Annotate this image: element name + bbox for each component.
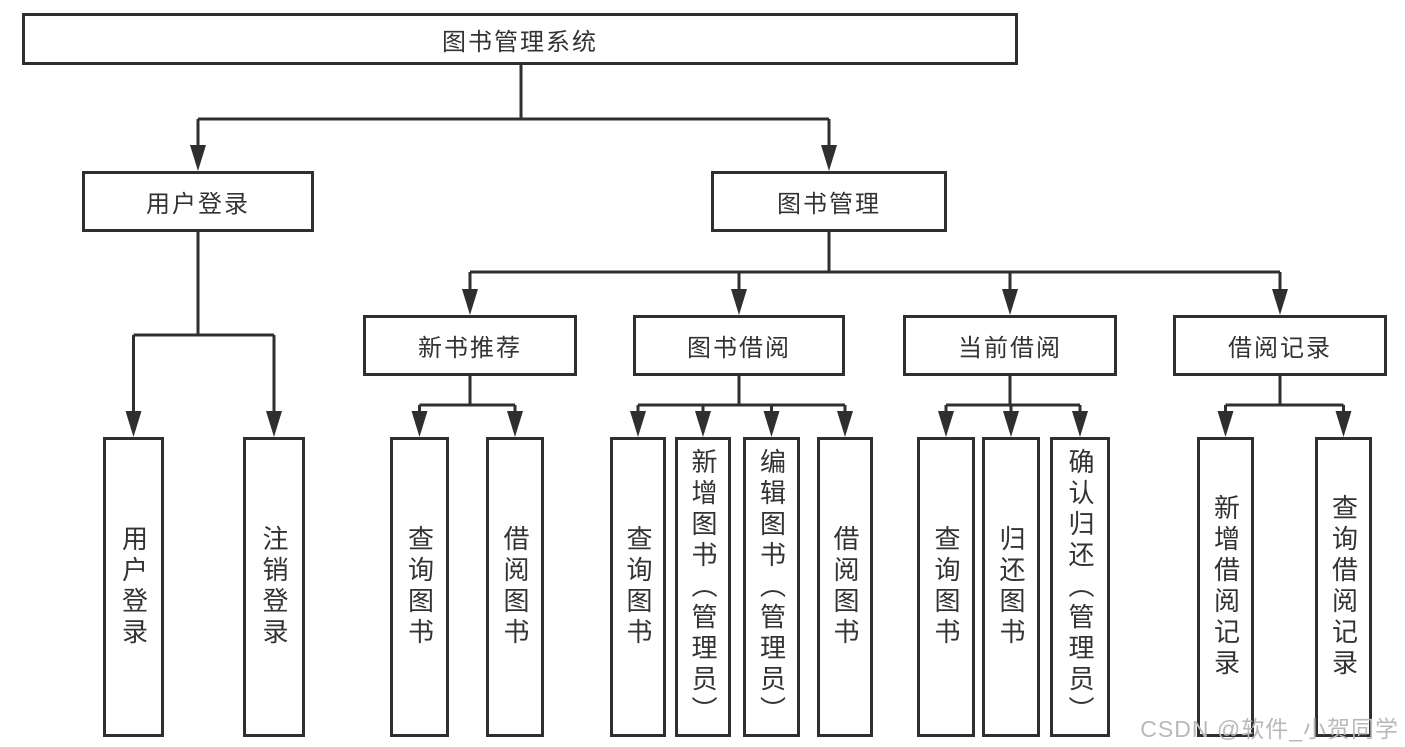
leaf-add-books-admin: 新增图书（管理员） [675,437,731,737]
leaf-edit-books-admin: 编辑图书（管理员） [743,437,800,737]
node-book-borrowing: 图书借阅 [633,315,845,376]
node-new-book-recommendation: 新书推荐 [363,315,577,376]
node-user-login: 用户登录 [82,171,314,232]
arrowhead-icon [1335,411,1352,437]
arrowhead-icon [1072,411,1088,437]
arrowhead-icon [821,145,837,171]
connector-book-mgmt-to-level3 [462,232,1288,315]
node-label: 查询图书 [931,525,961,649]
connector-book-borrow-to-leaves [630,376,853,437]
node-label: 查询借阅记录 [1328,494,1359,680]
node-label: 查询图书 [404,525,435,649]
node-label: 查询图书 [623,525,653,649]
arrowhead-icon [190,145,206,171]
arrowhead-icon [125,411,142,437]
leaf-add-borrow-record: 新增借阅记录 [1197,437,1254,737]
node-label: 借阅图书 [830,525,860,649]
arrowhead-icon [266,411,282,437]
arrowhead-icon [938,411,954,437]
arrowhead-icon [630,411,646,437]
node-label: 用户登录 [118,525,149,649]
arrowhead-icon [731,289,747,315]
arrowhead-icon [695,411,711,437]
node-label: 新增图书（管理员） [688,447,718,727]
node-label: 新增借阅记录 [1210,494,1241,680]
node-borrowing-records: 借阅记录 [1173,315,1387,376]
node-label: 图书管理系统 [442,28,598,56]
arrowhead-icon [507,411,523,437]
node-label: 借阅记录 [1228,335,1332,362]
connector-current-borrow-to-leaves [938,376,1088,437]
leaf-confirm-return-admin: 确认归还（管理员） [1050,437,1110,737]
leaf-logout: 注销登录 [243,437,305,737]
leaf-return-books: 归还图书 [982,437,1040,737]
leaf-borrow-books-2: 借阅图书 [817,437,873,737]
node-label: 图书借阅 [687,335,791,362]
leaf-user-login: 用户登录 [103,437,164,737]
node-label: 新书推荐 [418,335,522,362]
node-label: 当前借阅 [958,335,1062,362]
node-label: 归还图书 [996,525,1026,649]
node-root-system: 图书管理系统 [22,13,1018,65]
arrowhead-icon [837,411,853,437]
connector-root-to-level2 [190,65,837,171]
leaf-query-books-2: 查询图书 [610,437,666,737]
node-label: 借阅图书 [500,525,530,649]
arrowhead-icon [1272,289,1288,315]
arrowhead-icon [1217,411,1234,437]
connector-new-books-to-leaves [411,376,523,437]
arrowhead-icon [1002,289,1018,315]
node-label: 确认归还（管理员） [1065,447,1095,727]
arrowhead-icon [1003,411,1019,437]
connector-borrow-records-to-leaves [1217,376,1352,437]
leaf-query-borrow-record: 查询借阅记录 [1315,437,1372,737]
node-book-management: 图书管理 [711,171,947,232]
leaf-query-books-1: 查询图书 [390,437,449,737]
arrowhead-icon [462,289,478,315]
csdn-watermark: CSDN @软件_小贺同学 [1140,716,1399,742]
node-label: 用户登录 [146,191,250,218]
node-current-borrowing: 当前借阅 [903,315,1117,376]
node-label: 图书管理 [777,191,881,218]
leaf-query-books-3: 查询图书 [917,437,975,737]
node-label: 编辑图书（管理员） [756,447,787,727]
arrowhead-icon [411,411,428,437]
leaf-borrow-books-1: 借阅图书 [486,437,544,737]
connector-user-login-to-leaves [125,232,282,437]
arrowhead-icon [763,411,780,437]
node-label: 注销登录 [259,525,289,649]
